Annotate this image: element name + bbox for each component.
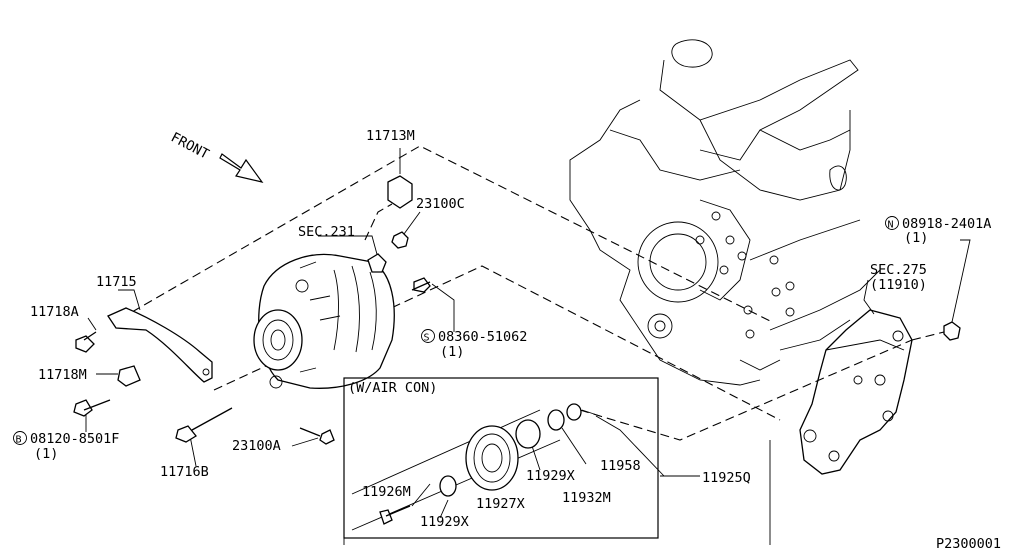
label-11958: 11958	[600, 458, 641, 474]
alternator-bracket	[799, 309, 913, 475]
front-arrow-icon	[219, 153, 264, 183]
label-11929x-a: 11929X	[420, 514, 469, 530]
adjusting-bar	[107, 307, 213, 383]
front-label: FRONT	[168, 129, 211, 162]
label-11927x: 11927X	[476, 496, 525, 512]
label-08918-qty: (1)	[904, 230, 928, 246]
circle-n-prefix: N	[888, 220, 894, 231]
label-23100c: 23100C	[416, 196, 465, 212]
label-11718m: 11718M	[38, 367, 87, 383]
air-con-box: (W/AIR CON)	[343, 377, 771, 545]
label-08120-qty: (1)	[34, 446, 58, 462]
label-11716b: 11716B	[160, 464, 209, 480]
label-11926m: 11926M	[362, 484, 411, 500]
engine-block	[569, 39, 881, 386]
label-11932m: 11932M	[562, 490, 611, 506]
label-11925q: 11925Q	[702, 470, 751, 486]
label-11715: 11715	[96, 274, 137, 290]
label-11929x-b: 11929X	[526, 468, 575, 484]
part-labels: 11713M 23100C SEC.231 11715 11718A 11718…	[13, 128, 991, 530]
label-sec275-ref: (11910)	[870, 277, 927, 293]
air-con-box-title: (W/AIR CON)	[348, 380, 437, 396]
front-arrow: FRONT	[168, 129, 264, 183]
drawing-number: P2300001	[936, 536, 1001, 552]
label-11718a: 11718A	[30, 304, 79, 320]
circle-b-prefix: B	[16, 435, 22, 446]
label-sec231: SEC.231	[298, 224, 355, 240]
label-08360-51062: 08360-51062	[438, 329, 527, 345]
alternator	[253, 253, 395, 389]
circle-s-prefix: S	[424, 333, 430, 344]
label-08918-2401a: 08918-2401A	[902, 216, 991, 232]
leader-lines	[85, 148, 971, 519]
label-11713m: 11713M	[366, 128, 415, 144]
label-08360-qty: (1)	[440, 344, 464, 360]
label-23100a: 23100A	[232, 438, 281, 454]
label-sec275: SEC.275	[870, 262, 927, 278]
small-parts	[73, 175, 961, 445]
label-08120-8501f: 08120-8501F	[30, 431, 119, 447]
